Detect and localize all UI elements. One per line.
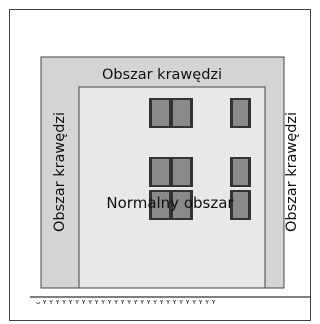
window-pane (152, 192, 169, 218)
window-pane (152, 159, 169, 185)
window-pane (233, 100, 248, 126)
window-row-2 (149, 157, 251, 187)
grass: ᴗ ʏ ʏ ʏ ʏ ʏ ʏ ʏ ʏ ʏ ʏ ʏ ʏ ʏ ʏ ʏ ʏ ʏ ʏ ʏ … (36, 298, 216, 306)
window-row-1 (149, 98, 251, 128)
grass-marks: ᴗ ʏ ʏ ʏ ʏ ʏ ʏ ʏ ʏ ʏ ʏ ʏ ʏ ʏ ʏ ʏ ʏ ʏ ʏ ʏ … (36, 298, 216, 306)
edge-zone-right-label: Obszar krawędzi (284, 112, 300, 232)
edge-zone-top-label: Obszar krawędzi (102, 67, 222, 83)
window-pane (233, 159, 248, 185)
window-pane (233, 192, 248, 218)
window-pane (173, 100, 190, 126)
edge-zone-left-label: Obszar krawędzi (52, 112, 68, 232)
window-row-3 (149, 190, 251, 220)
window-pane (152, 100, 169, 126)
window-pane (173, 192, 190, 218)
normal-zone-label: Normalny obszar (106, 194, 234, 212)
window-pane (173, 159, 190, 185)
